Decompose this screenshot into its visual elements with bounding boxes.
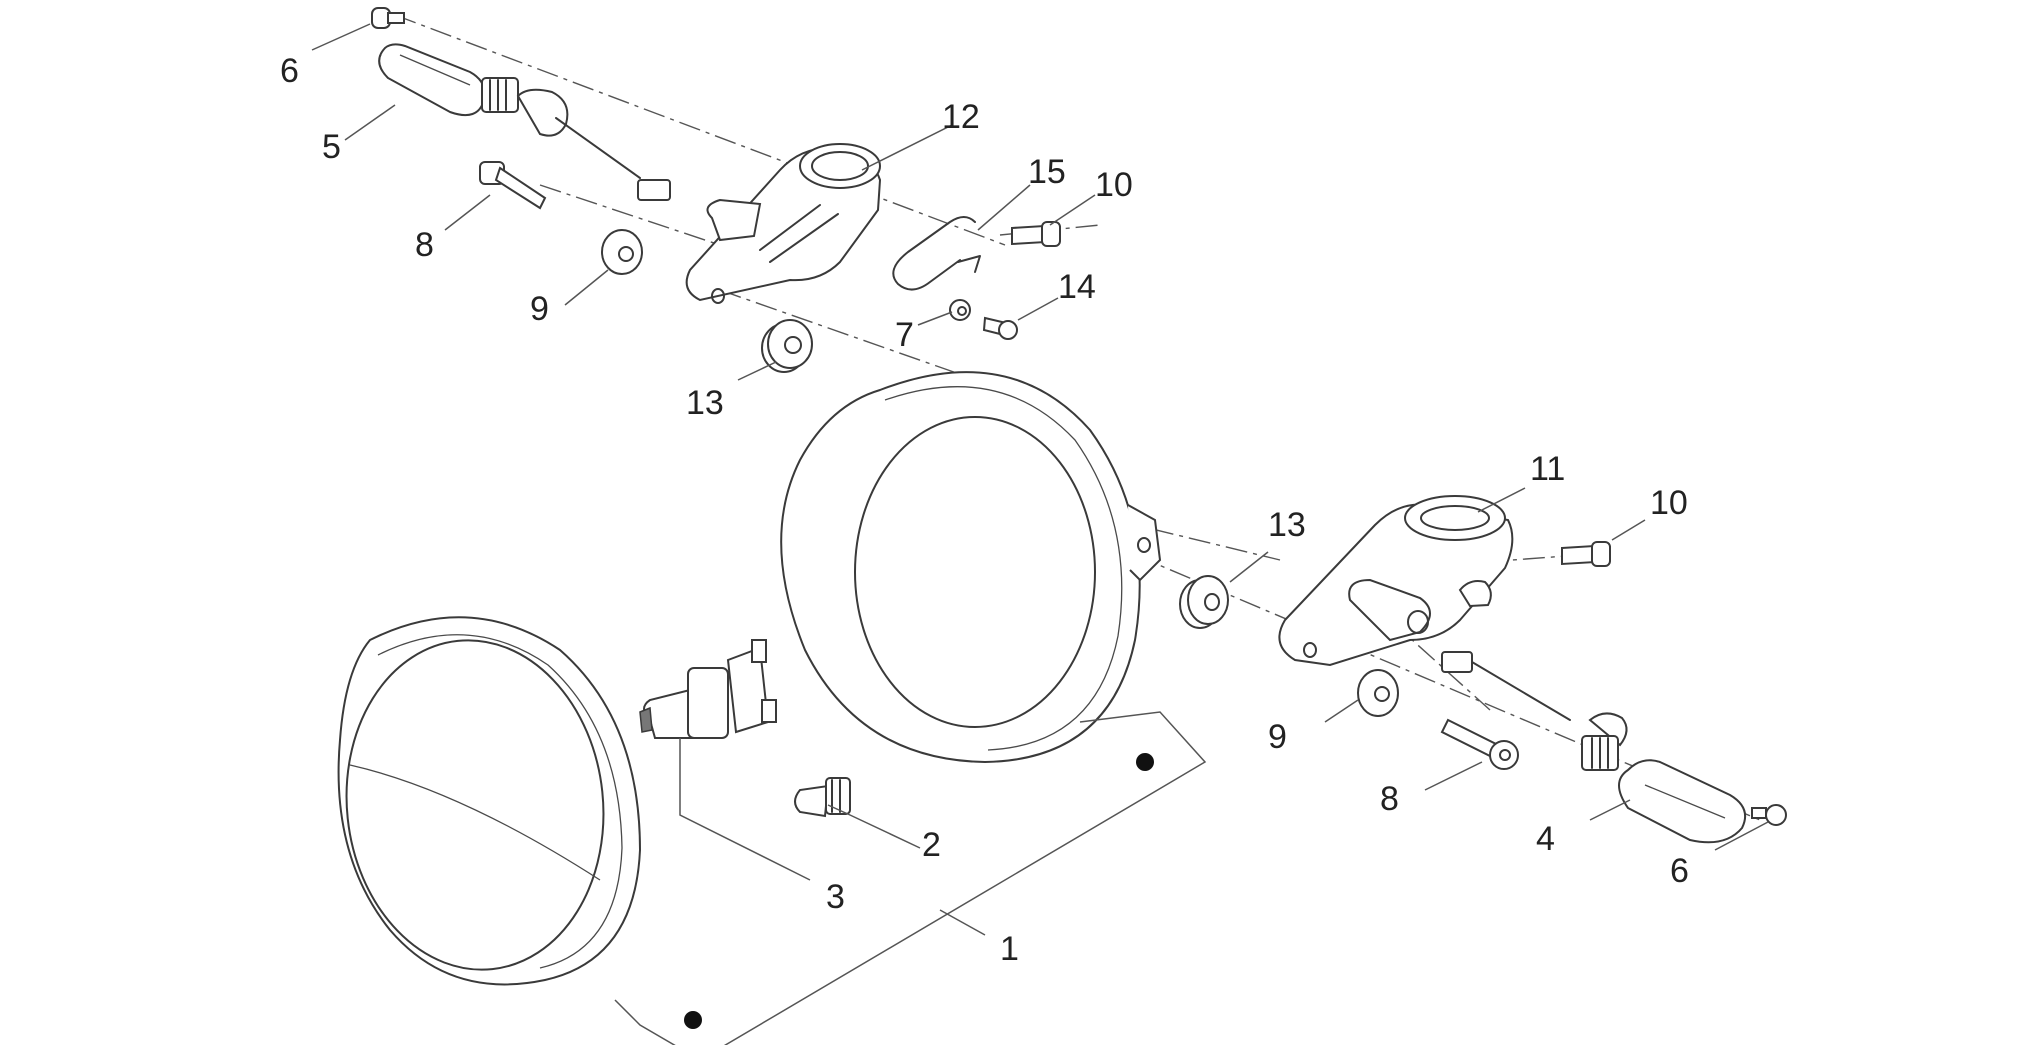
- callout-labels: 6 5 8 9 12 15 10 14 7 13 11 10 13 9 8 4 …: [280, 52, 1689, 968]
- screw-14: [982, 316, 1018, 340]
- callout-9-right: 9: [1268, 718, 1287, 756]
- screw-part: [371, 7, 405, 29]
- callout-4: 4: [1536, 820, 1555, 858]
- callout-13-right: 13: [1268, 506, 1306, 544]
- leader-lines: [311, 23, 1769, 936]
- washer-7: [949, 299, 971, 321]
- screw-10-right: [1561, 541, 1611, 567]
- callout-14: 14: [1058, 268, 1096, 306]
- callout-15: 15: [1028, 153, 1066, 191]
- parking-bulb: [794, 777, 851, 818]
- bolt-left: [479, 161, 547, 210]
- callout-12: 12: [942, 98, 980, 136]
- callout-5: 5: [322, 128, 341, 166]
- callout-3: 3: [826, 878, 845, 916]
- bolt-right: [1440, 718, 1519, 770]
- callout-7: 7: [895, 316, 914, 354]
- callout-1: 1: [1000, 930, 1019, 968]
- wire-clip: [892, 216, 981, 291]
- halogen-bulb: [639, 639, 777, 739]
- washer-right: [1357, 669, 1399, 717]
- connector-right: [1441, 651, 1571, 721]
- bracket-right: [1278, 495, 1514, 667]
- callout-10-top: 10: [1095, 166, 1133, 204]
- callout-8-right: 8: [1380, 780, 1399, 818]
- headlight-shell: [780, 371, 1162, 764]
- bracket-left: [685, 143, 882, 304]
- callout-13-top: 13: [686, 384, 724, 422]
- screw-10-left: [1011, 221, 1061, 247]
- callout-8-left: 8: [415, 226, 434, 264]
- callout-6-top: 6: [280, 52, 299, 90]
- callout-2: 2: [922, 826, 941, 864]
- assembly-bracket: [614, 711, 1207, 1045]
- washer-left: [601, 229, 643, 275]
- grommet-right: [1179, 575, 1229, 629]
- headlight-lens: [337, 616, 642, 986]
- callout-11: 11: [1530, 450, 1565, 488]
- turn-signal-left: [378, 43, 671, 201]
- turn-signal-right: [1581, 712, 1746, 844]
- callout-9-left: 9: [530, 290, 549, 328]
- grommet-upper: [761, 319, 813, 373]
- screw-6-right: [1751, 804, 1787, 826]
- callout-6-right: 6: [1670, 852, 1689, 890]
- callout-10-right: 10: [1650, 484, 1688, 522]
